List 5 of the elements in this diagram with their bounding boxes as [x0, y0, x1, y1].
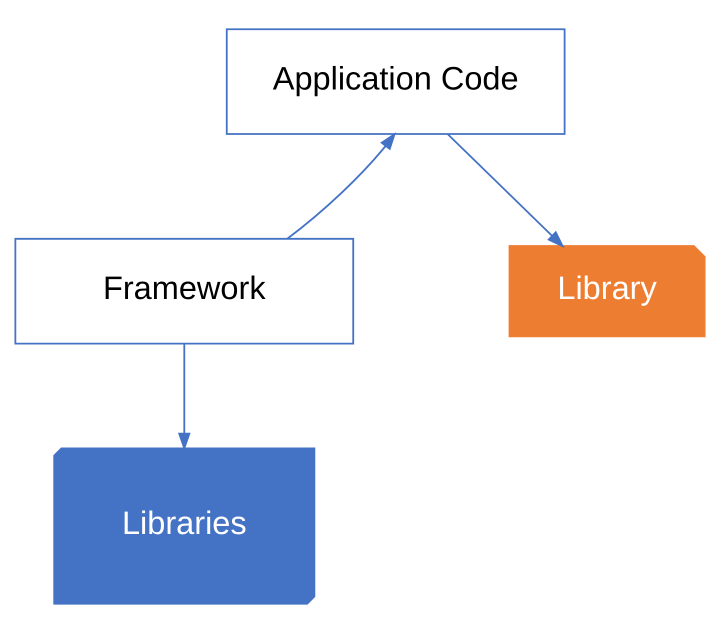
node-box: Framework [14, 237, 354, 344]
node-box: Application Code [226, 28, 566, 134]
arrow [178, 343, 191, 450]
arrow [286, 132, 396, 239]
arrow [447, 133, 565, 248]
